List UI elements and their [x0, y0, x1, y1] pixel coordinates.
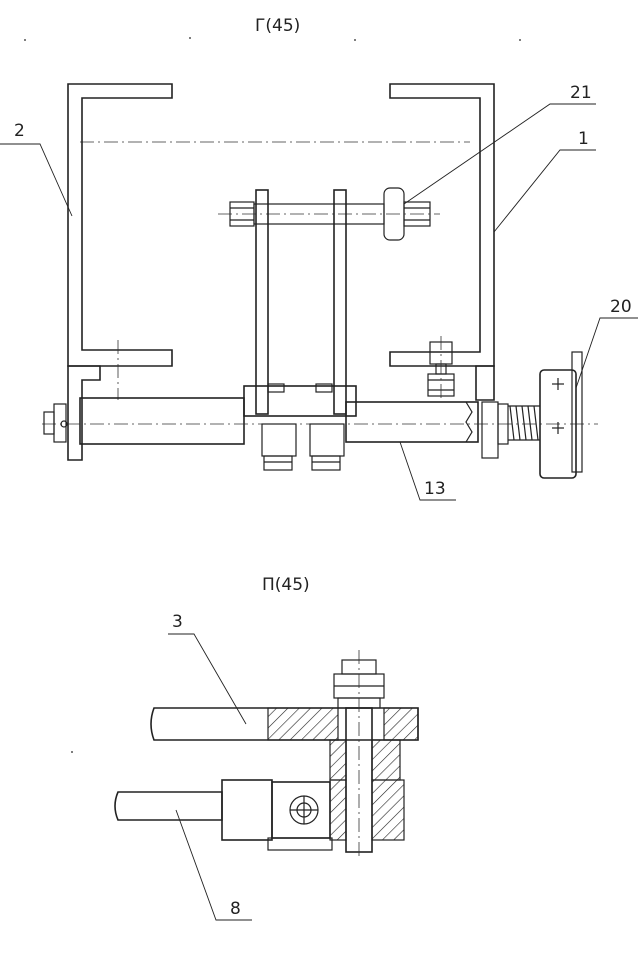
main-shaft: [42, 385, 598, 445]
lower-block: [329, 739, 405, 841]
callout-1: 1: [493, 129, 596, 233]
svg-text:20: 20: [610, 297, 632, 317]
top-view-title: Г(45): [255, 16, 300, 36]
right-lower-bolt: [427, 336, 455, 402]
bottom-view: П(45): [71, 575, 419, 921]
svg-text:1: 1: [578, 129, 589, 149]
svg-text:2: 2: [14, 121, 25, 141]
right-bracket: [475, 365, 495, 401]
svg-text:13: 13: [424, 479, 446, 499]
left-channel: [67, 83, 173, 367]
svg-text:21: 21: [570, 83, 592, 103]
svg-text:3: 3: [172, 612, 183, 632]
link-plates: [255, 189, 347, 415]
callout-20: 20: [575, 297, 638, 389]
svg-text:8: 8: [230, 899, 241, 919]
right-channel: [389, 83, 495, 367]
bottom-view-title: П(45): [262, 575, 310, 595]
scan-marks: [24, 37, 521, 41]
callout-3: 3: [168, 612, 247, 725]
plate-3: [150, 707, 419, 741]
callout-21: 21: [403, 83, 596, 205]
left-bracket: [67, 365, 101, 461]
flange-assembly: [481, 351, 583, 479]
shaft-nuts: [261, 383, 345, 471]
callout-2: 2: [0, 121, 73, 217]
callout-8: 8: [175, 809, 252, 921]
rod-8: [114, 779, 333, 851]
top-view: Г(45): [0, 16, 638, 501]
callout-13: 13: [399, 441, 456, 501]
upper-bolt-assembly: [218, 187, 440, 241]
